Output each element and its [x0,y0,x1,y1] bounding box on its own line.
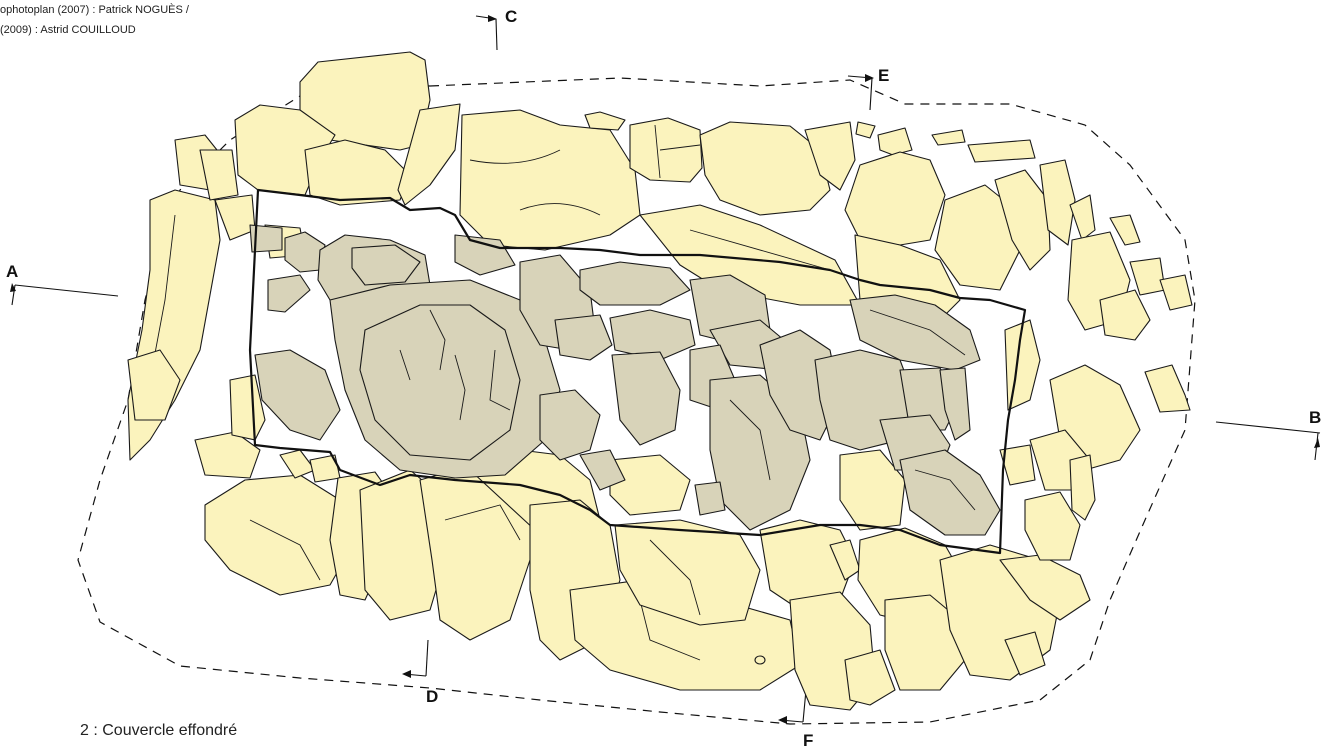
stone [931,129,966,146]
stone [194,431,261,479]
stone [1129,257,1166,296]
stone [1109,214,1141,246]
slab [254,349,341,441]
stone [279,449,316,479]
section-label-e: E [878,66,889,85]
stone [584,111,626,131]
collapsed-cover-slabs [249,224,1001,536]
stone [1069,194,1096,241]
stone [1039,159,1076,246]
section-label-f: F [803,731,813,749]
stone [967,139,1036,163]
stone [614,519,761,626]
stone [699,121,831,216]
stone [844,649,896,706]
stone [309,454,341,483]
slab [539,389,601,461]
credit-line-photoplan: ophotoplan (2007) : Patrick NOGUÈS / [0,4,189,16]
stone [934,184,1021,291]
section-label-c: C [505,7,517,26]
stone [127,349,181,421]
stone [884,594,966,691]
stone [1004,319,1041,411]
stone [999,444,1036,486]
slab [267,274,311,313]
stone [1159,274,1193,311]
slab [454,234,516,276]
credits: ophotoplan (2007) : Patrick NOGUÈS / (20… [0,0,189,40]
slab [351,244,421,286]
stone [759,519,856,611]
section-label-b: B [1309,408,1321,427]
cist-wall-outline [248,188,1027,555]
stone [877,127,913,156]
stone [609,454,691,516]
section-label-a: A [6,262,18,281]
stone [994,169,1051,271]
slab [579,261,691,306]
stone [804,121,856,191]
stone [1069,454,1096,521]
section-line-cd [402,15,498,678]
slab [579,449,626,491]
stone [855,121,876,139]
stone [459,109,641,251]
slab [554,314,613,361]
slab [611,351,681,446]
section-line-ab [10,283,1321,461]
slab [609,309,696,361]
stone [1099,289,1151,341]
stone [304,139,411,206]
stone [629,117,703,183]
stone [204,474,351,596]
stone [214,194,256,241]
section-label-d: D [426,687,438,706]
stone [844,151,946,246]
credit-line-drawing: (2009) : Astrid COUILLOUD [0,24,136,36]
stone [839,449,906,531]
slab [249,224,283,253]
slab [694,481,726,516]
stone [1004,631,1046,676]
stone [1024,491,1081,561]
stone [397,103,461,206]
slab [899,449,1001,536]
stone-packing [127,51,1193,711]
slab [939,367,971,441]
slab [359,304,521,461]
stone [1144,364,1191,413]
stone [199,149,239,201]
figure-caption: 2 : Couvercle effondré [80,722,238,739]
